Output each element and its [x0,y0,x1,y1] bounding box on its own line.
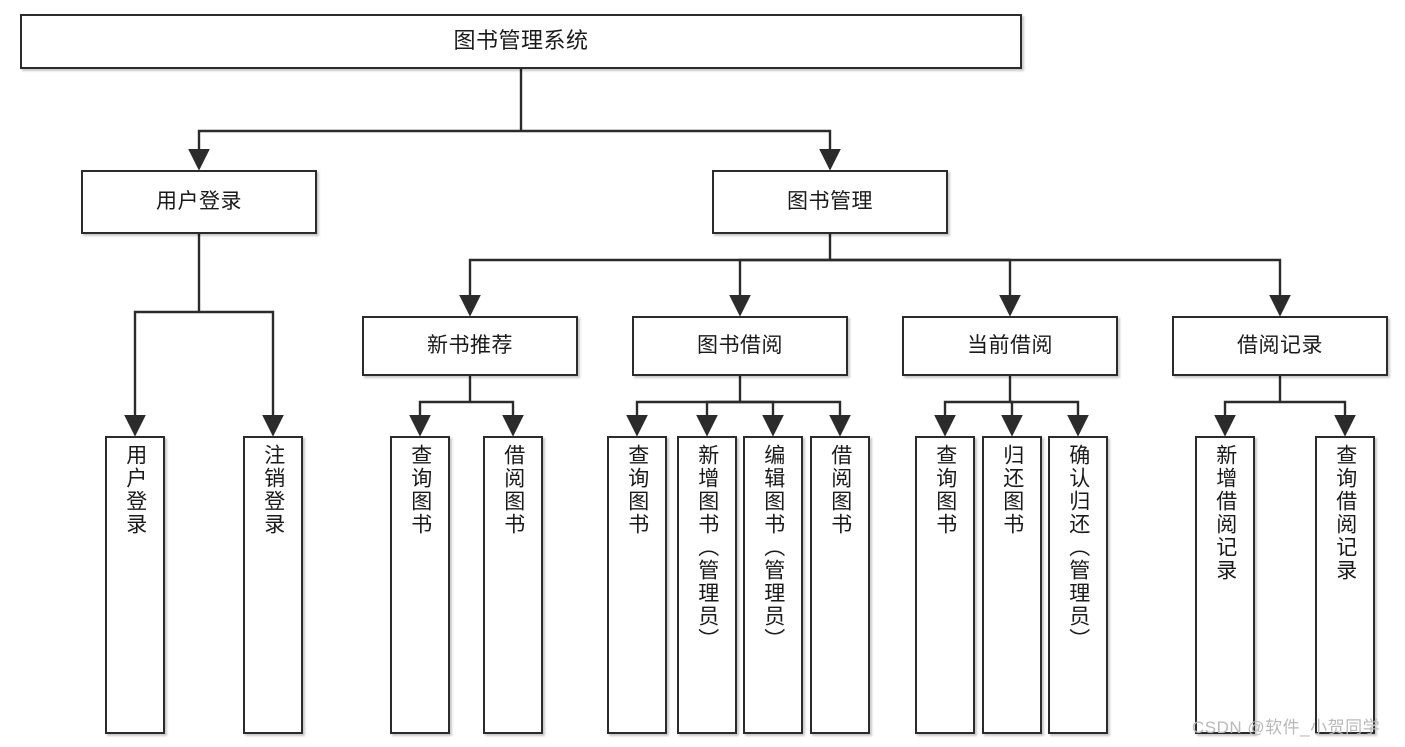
node-leaf9[interactable]: 查询图书 [915,436,975,734]
node-newbook[interactable]: 新书推荐 [362,316,578,376]
node-borrow[interactable]: 图书借阅 [632,316,848,376]
edge-bookmgmt-to-borrow [729,258,830,317]
node-leaf5[interactable]: 查询图书 [607,436,667,734]
node-label: 图书管理系统 [453,28,589,54]
edge-login-to-leaf2 [199,310,284,437]
edge-records-to-leaf12 [1214,400,1280,437]
node-leaf8[interactable]: 借阅图书 [810,436,870,734]
edge-records-to-leaf13 [1280,400,1356,437]
node-leaf4[interactable]: 借阅图书 [483,436,543,734]
node-label: 新增图书（管理员） [695,444,719,651]
node-label: 新增借阅记录 [1213,444,1237,582]
node-records[interactable]: 借阅记录 [1172,316,1388,376]
node-label: 用户登录 [156,190,242,214]
node-label: 确认归还（管理员） [1066,444,1090,651]
edge-newbook-to-leaf3 [409,400,470,437]
node-leaf6[interactable]: 新增图书（管理员） [677,436,737,734]
node-leaf3[interactable]: 查询图书 [390,436,450,734]
edge-current-to-leaf10 [1001,400,1023,437]
edge-bookmgmt-to-records [830,258,1291,317]
node-label: 查询图书 [408,444,432,536]
edge-bookmgmt-to-current [830,258,1021,317]
edge-borrow-to-leaf5 [626,400,740,437]
node-label: 借阅图书 [828,444,852,536]
node-label: 用户登录 [123,444,147,536]
node-leaf12[interactable]: 新增借阅记录 [1195,436,1255,734]
node-leaf10[interactable]: 归还图书 [982,436,1042,734]
node-leaf1[interactable]: 用户登录 [105,436,165,734]
node-leaf11[interactable]: 确认归还（管理员） [1048,436,1108,734]
edge-current-to-leaf9 [934,400,1010,437]
node-label: 借阅记录 [1237,334,1323,358]
node-root[interactable]: 图书管理系统 [20,14,1022,69]
edge-newbook-to-leaf4 [470,400,524,437]
edge-root-to-login [188,129,521,171]
node-label: 注销登录 [261,444,285,536]
node-leaf2[interactable]: 注销登录 [243,436,303,734]
edge-borrow-to-leaf7 [740,400,784,437]
node-leaf13[interactable]: 查询借阅记录 [1315,436,1375,734]
node-label: 图书管理 [787,190,873,214]
edge-current-to-leaf11 [1010,400,1089,437]
node-label: 查询借阅记录 [1333,444,1357,582]
node-current[interactable]: 当前借阅 [902,316,1118,376]
node-bookmgmt[interactable]: 图书管理 [712,170,948,234]
node-label: 查询图书 [933,444,957,536]
node-login[interactable]: 用户登录 [81,170,317,234]
node-label: 图书借阅 [697,334,783,358]
node-leaf7[interactable]: 编辑图书（管理员） [743,436,803,734]
node-label: 查询图书 [625,444,649,536]
node-label: 当前借阅 [967,334,1053,358]
edge-bookmgmt-to-newbook [459,258,830,317]
edge-borrow-to-leaf8 [740,400,851,437]
edge-borrow-to-leaf6 [696,400,740,437]
node-label: 编辑图书（管理员） [761,444,785,651]
edge-root-to-bookmgmt [521,129,841,171]
node-label: 新书推荐 [427,334,513,358]
node-label: 借阅图书 [501,444,525,536]
edge-login-to-leaf1 [124,310,199,437]
node-label: 归还图书 [1000,444,1024,536]
